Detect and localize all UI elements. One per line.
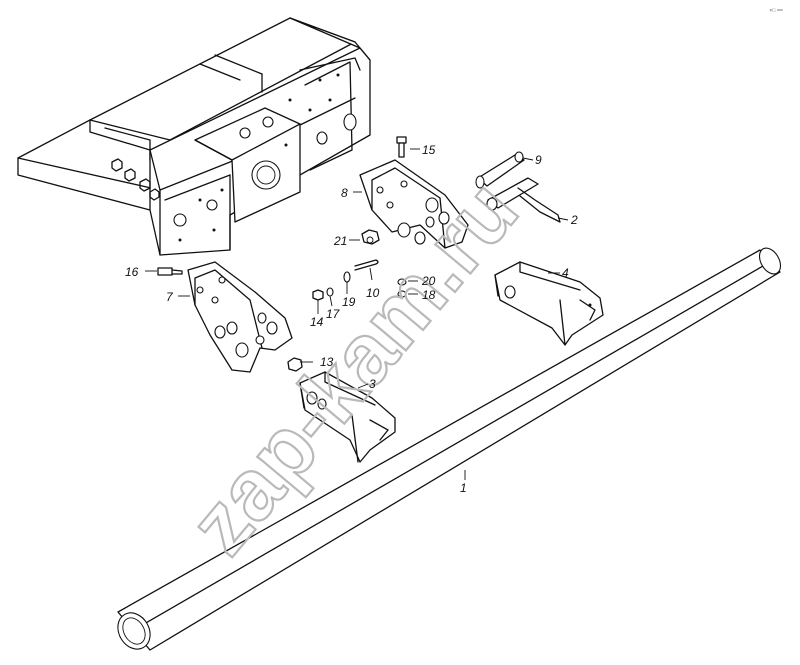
callout-labels: 1 2 3 4 7 8 9 10 13 14 15 16 17 18 19 20… xyxy=(125,143,578,495)
callout-2: 2 xyxy=(570,213,578,227)
bolt-16 xyxy=(157,267,183,276)
callout-4: 4 xyxy=(562,266,569,280)
callout-8: 8 xyxy=(341,186,348,200)
callout-14: 14 xyxy=(310,315,324,329)
callout-9: 9 xyxy=(535,153,542,167)
bolt-15 xyxy=(396,136,407,158)
spring-bracket-left xyxy=(187,261,293,373)
nut-21 xyxy=(361,229,380,245)
callout-13: 13 xyxy=(320,355,334,369)
washer-18 xyxy=(397,290,407,298)
callout-1: 1 xyxy=(460,481,467,495)
callout-17: 17 xyxy=(326,307,341,321)
cross-tube xyxy=(117,247,782,651)
washer-17 xyxy=(326,287,334,297)
callout-18: 18 xyxy=(422,288,436,302)
nut-13 xyxy=(287,357,303,372)
spring-pin-upper xyxy=(475,151,525,189)
tube-holder-left xyxy=(299,371,396,463)
callout-20: 20 xyxy=(421,274,436,288)
washer-20 xyxy=(397,278,407,286)
frame-rear-cross-member xyxy=(17,17,371,256)
callout-10: 10 xyxy=(366,286,380,300)
leader-lines xyxy=(145,148,569,480)
callout-7: 7 xyxy=(166,290,174,304)
callout-3: 3 xyxy=(369,377,376,391)
callout-15: 15 xyxy=(422,143,436,157)
spring-bracket-right xyxy=(359,159,469,249)
nut-14 xyxy=(312,289,324,301)
cotter-pin-10 xyxy=(354,259,379,271)
callout-19: 19 xyxy=(342,295,356,309)
tube-holder-right xyxy=(494,261,604,346)
callout-21: 21 xyxy=(333,234,347,248)
washer-19 xyxy=(343,271,351,283)
callout-16: 16 xyxy=(125,265,139,279)
corner-mark: ᵖ᪲ ᵒᵒᵒ xyxy=(770,8,783,14)
